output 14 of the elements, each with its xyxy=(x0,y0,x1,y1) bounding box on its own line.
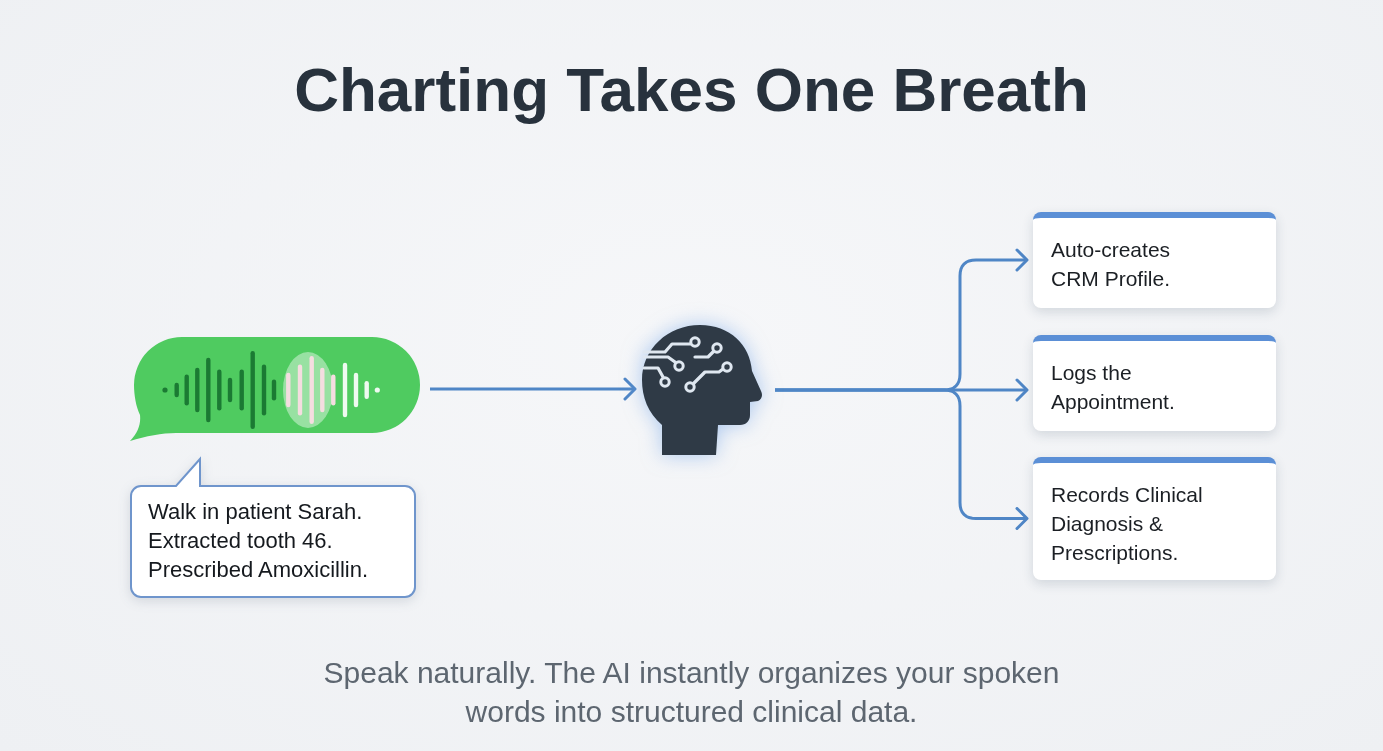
speech-callout-box xyxy=(130,458,416,598)
output-card xyxy=(1033,457,1276,580)
callout-text: Walk in patient Sarah. Extracted tooth 46. Prescribed Amoxicillin. xyxy=(148,498,370,584)
arrow xyxy=(430,377,637,401)
voice-message-bubble xyxy=(130,337,420,441)
card-text: Auto-creates CRM Profile. xyxy=(1051,237,1172,292)
output-card xyxy=(1033,335,1276,431)
caption: Speak naturally. The AI instantly organizes your spoken words into structured clinical data. xyxy=(322,655,1061,730)
title: Charting Takes One Breath xyxy=(294,54,1089,126)
output-card xyxy=(1033,212,1276,308)
arrow xyxy=(775,388,1029,530)
card-text: Records Clinical Diagnosis & Prescriptions. xyxy=(1051,482,1204,566)
circuit-head-icon xyxy=(641,325,765,455)
card-text: Logs the Appointment. xyxy=(1051,360,1176,415)
